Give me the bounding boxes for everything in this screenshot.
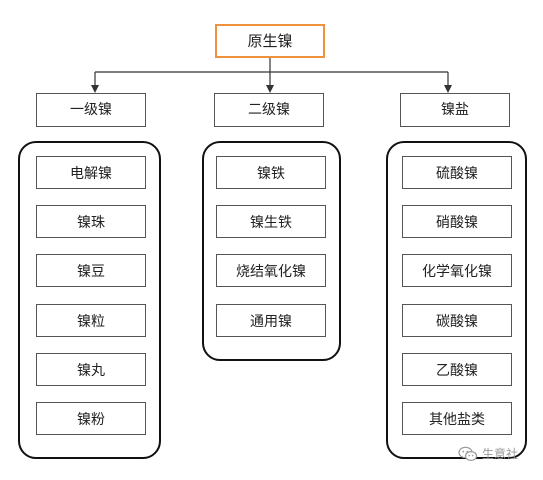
item-box: 其他盐类: [402, 402, 512, 435]
watermark-text: 生意社: [482, 447, 519, 461]
arrowhead-category-1: [91, 85, 99, 93]
item-label: 硝酸镍: [436, 214, 478, 231]
item-box: 镍生铁: [216, 205, 326, 238]
item-box: 化学氧化镍: [402, 254, 512, 287]
item-label: 镍铁: [257, 165, 285, 182]
item-label: 硫酸镍: [436, 165, 478, 182]
item-box: 乙酸镍: [402, 353, 512, 386]
item-box: 硝酸镍: [402, 205, 512, 238]
item-box: 电解镍: [36, 156, 146, 189]
group-nickel-salts: 硫酸镍 硝酸镍 化学氧化镍 碳酸镍 乙酸镍 其他盐类: [386, 141, 527, 459]
group-primary-nickel: 电解镍 镍珠 镍豆 镍粒 镍丸 镍粉: [18, 141, 161, 459]
item-box: 镍粉: [36, 402, 146, 435]
item-box: 镍珠: [36, 205, 146, 238]
item-box: 镍豆: [36, 254, 146, 287]
root-node-label: 原生镍: [247, 31, 293, 50]
item-label: 镍粒: [77, 313, 105, 330]
category-label: 二级镍: [248, 102, 290, 118]
category-label: 一级镍: [70, 102, 112, 118]
item-box: 烧结氧化镍: [216, 254, 326, 287]
item-box: 硫酸镍: [402, 156, 512, 189]
item-label: 电解镍: [70, 165, 112, 182]
category-node-secondary-nickel: 二级镍: [214, 93, 324, 127]
item-box: 镍丸: [36, 353, 146, 386]
item-label: 镍丸: [77, 362, 105, 379]
item-label: 乙酸镍: [436, 362, 478, 379]
item-label: 镍粉: [77, 411, 105, 428]
wechat-icon: [458, 446, 478, 461]
arrowhead-category-2: [266, 85, 274, 93]
item-box: 镍铁: [216, 156, 326, 189]
category-label: 镍盐: [441, 102, 469, 118]
item-label: 烧结氧化镍: [236, 263, 306, 280]
item-label: 其他盐类: [429, 411, 485, 428]
arrowhead-category-3: [444, 85, 452, 93]
item-label: 通用镍: [250, 313, 292, 330]
item-label: 镍豆: [77, 263, 105, 280]
category-node-nickel-salts: 镍盐: [400, 93, 510, 127]
item-box: 镍粒: [36, 304, 146, 337]
watermark: 生意社: [458, 445, 518, 462]
item-label: 镍珠: [77, 214, 105, 231]
item-label: 化学氧化镍: [422, 263, 492, 280]
category-node-primary-nickel: 一级镍: [36, 93, 146, 127]
item-box: 通用镍: [216, 304, 326, 337]
item-label: 镍生铁: [250, 214, 292, 231]
item-label: 碳酸镍: [436, 313, 478, 330]
group-secondary-nickel: 镍铁 镍生铁 烧结氧化镍 通用镍: [202, 141, 341, 361]
root-node: 原生镍: [215, 24, 325, 58]
item-box: 碳酸镍: [402, 304, 512, 337]
